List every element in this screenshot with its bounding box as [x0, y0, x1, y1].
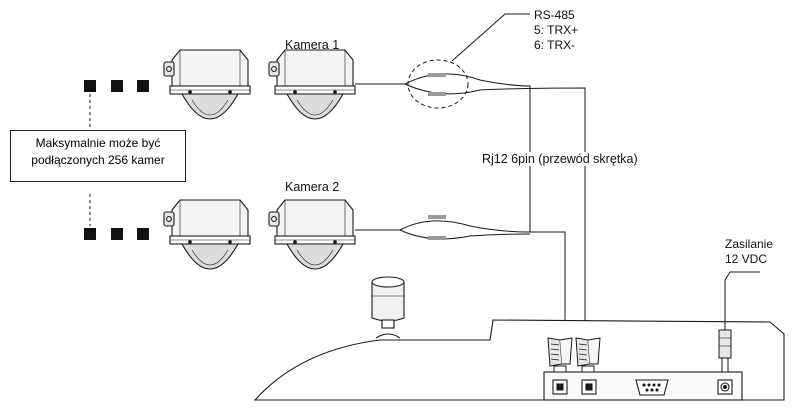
- rs485-highlight-circle: [407, 13, 530, 109]
- rs485-pin6-label: 6: TRX-: [534, 38, 576, 52]
- cable-type-label: Rj12 6pin (przewód skrętka): [480, 152, 640, 166]
- camera-chain-bottom-markers: [84, 228, 149, 240]
- camera-1-label: Kamera 1: [285, 38, 340, 52]
- rs485-pin5-label: 5: TRX+: [534, 23, 579, 37]
- max-cameras-line-2: podłączonych 256 kamer: [31, 153, 165, 167]
- joystick: [371, 276, 405, 339]
- keyboard-controller: [253, 319, 785, 401]
- power-label-line-2: 12 VDC: [725, 252, 768, 266]
- power-label-line-1: Zasilanie: [725, 237, 774, 251]
- camera-2-cable: [355, 220, 566, 340]
- rs485-title: RS-485: [534, 8, 575, 22]
- camera-unit-bottom-left: [163, 199, 251, 270]
- camera-unit-2: [268, 199, 356, 270]
- camera-1-cable: [355, 73, 586, 340]
- camera-unit-1: [268, 49, 356, 120]
- cable-tags: [428, 73, 446, 240]
- power-cable: [718, 271, 760, 373]
- camera-unit-top-left: [163, 49, 251, 120]
- camera-2-label: Kamera 2: [285, 180, 340, 194]
- camera-chain-top-markers: [84, 80, 149, 92]
- max-cameras-line-1: Maksymalnie może być: [35, 136, 161, 150]
- max-cameras-info-box: Maksymalnie może być podłączonych 256 ka…: [10, 130, 186, 182]
